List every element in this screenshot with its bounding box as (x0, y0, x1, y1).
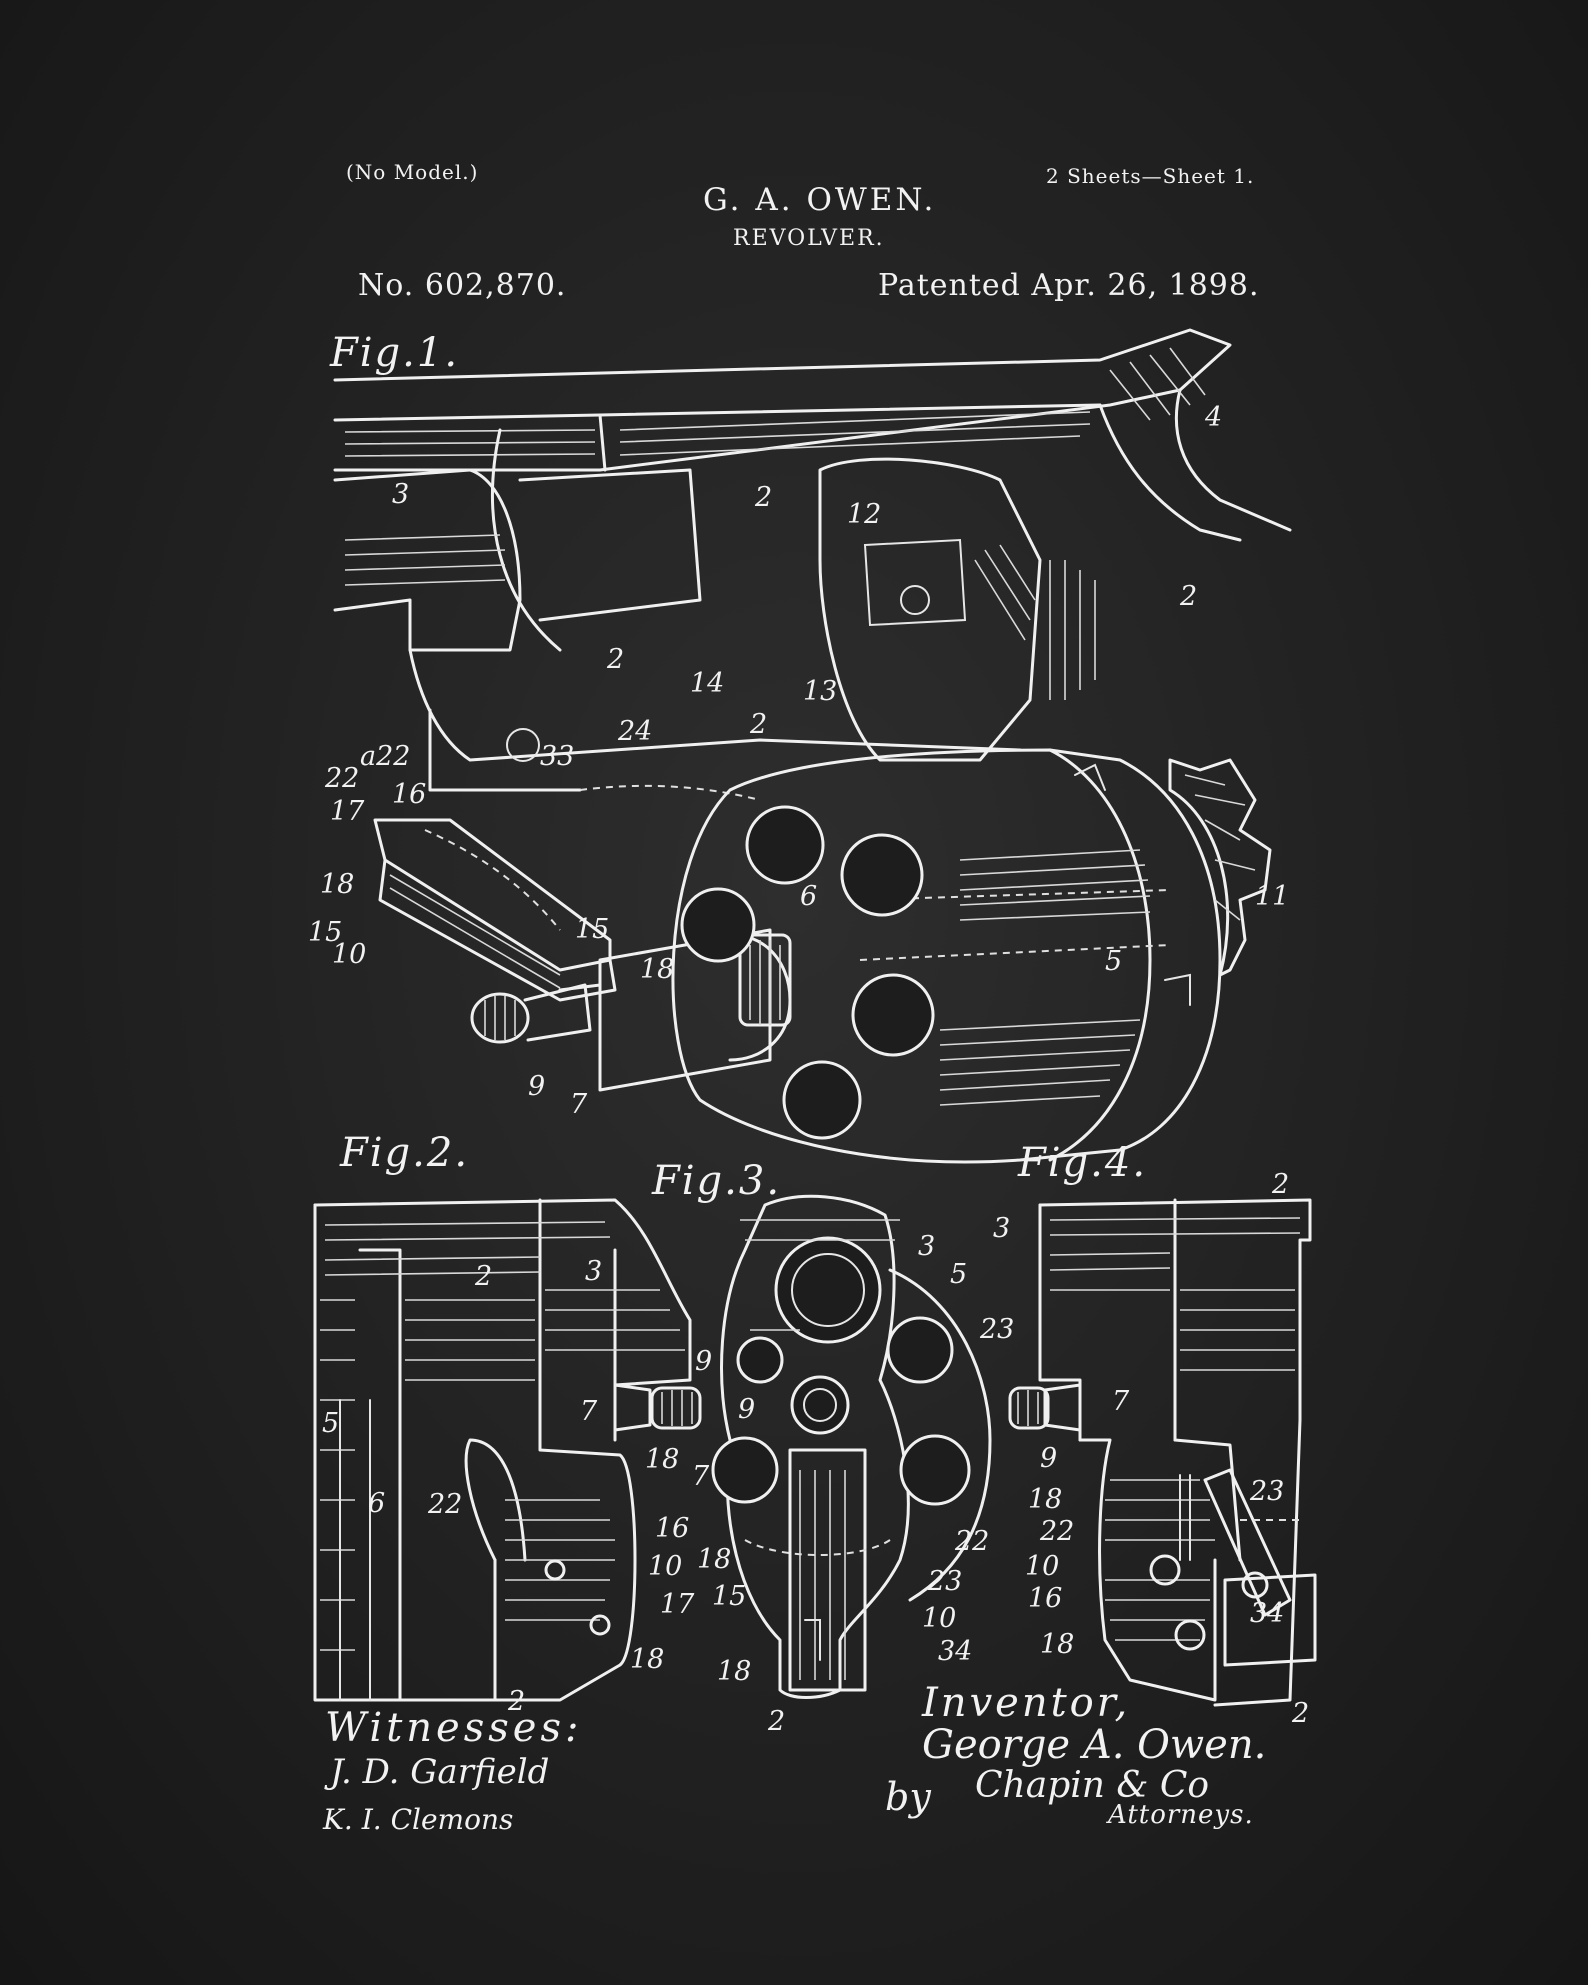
ref-num: 5 (322, 1408, 339, 1439)
attorneys-label: Attorneys. (1108, 1800, 1254, 1830)
ref-num: 18 (320, 869, 354, 900)
ref-num: 2 (767, 1706, 785, 1737)
fig2-drawing (313, 1198, 702, 1702)
ref-num: 2 (749, 709, 767, 740)
inventor-heading: G. A. OWEN. (703, 182, 937, 218)
ref-num: 18 (640, 954, 674, 985)
fig4-reference-numbers: 2 3 7 9 18 23 22 10 16 34 18 2 (993, 1169, 1309, 1729)
ref-num: 18 (717, 1656, 751, 1687)
ref-num: 3 (918, 1231, 935, 1262)
witnesses-label: Witnesses: (325, 1705, 583, 1751)
witness-signature-2: K. I. Clemons (323, 1803, 514, 1836)
ref-num: 12 (847, 499, 881, 530)
ref-num: 9 (695, 1346, 712, 1377)
ref-num: 2 (1179, 581, 1197, 612)
ref-num: 22 (427, 1489, 462, 1520)
ref-num: 2 (507, 1686, 525, 1717)
ref-num: 10 (1025, 1551, 1059, 1582)
ref-num: 3 (392, 479, 409, 510)
ref-num: 15 (575, 914, 609, 945)
ref-num: 10 (332, 939, 366, 970)
ref-num: 17 (330, 796, 365, 827)
ref-num: 9 (738, 1394, 755, 1425)
ref-num: 16 (655, 1513, 689, 1544)
ref-num: 22 (1039, 1516, 1074, 1547)
ref-num: 17 (660, 1589, 695, 1620)
ref-num: 6 (368, 1488, 385, 1519)
ref-num: 10 (648, 1551, 682, 1582)
fig4-drawing (1008, 1198, 1317, 1707)
ref-num: 18 (1028, 1484, 1062, 1515)
fig2-label: Fig.2. (340, 1130, 470, 1176)
ref-num: 22 (954, 1526, 989, 1557)
ref-num: 34 (1250, 1598, 1284, 1629)
ref-num: 2 (1291, 1698, 1309, 1729)
ref-num: 5 (950, 1259, 967, 1290)
ref-num: 11 (1255, 881, 1289, 912)
ref-num: 23 (927, 1566, 962, 1597)
ref-num: 10 (922, 1603, 956, 1634)
fig1-drawing (333, 328, 1292, 1164)
ref-num: 5 (1105, 946, 1122, 977)
ref-num: 13 (803, 676, 837, 707)
ref-num: 15 (308, 917, 342, 948)
ref-num: a22 (360, 741, 410, 772)
ref-num: 16 (392, 779, 426, 810)
inventor-signature: George A. Owen. (922, 1722, 1267, 1768)
invention-title: REVOLVER. (733, 226, 885, 251)
ref-num: 9 (528, 1071, 545, 1102)
patent-number: No. 602,870. (358, 268, 567, 303)
patent-date: Patented Apr. 26, 1898. (878, 268, 1260, 303)
ref-num: 9 (1040, 1443, 1057, 1474)
ref-num: 2 (606, 644, 624, 675)
ref-num: 18 (630, 1644, 664, 1675)
fig3-reference-numbers: 3 5 23 9 7 18 15 22 23 10 18 34 2 (692, 1231, 1014, 1737)
witness-signature-1: J. D. Garfield (330, 1752, 550, 1792)
ref-num: 24 (617, 716, 652, 747)
ref-num: 2 (474, 1261, 492, 1292)
inventor-label: Inventor, (922, 1680, 1131, 1726)
ref-num: 33 (540, 741, 574, 772)
sheets-label: 2 Sheets—Sheet 1. (1046, 164, 1255, 188)
ref-num: 7 (692, 1461, 710, 1492)
ref-num: 4 (1204, 402, 1222, 433)
ref-num: 3 (585, 1256, 602, 1287)
ref-num: 16 (1028, 1583, 1062, 1614)
fig1-label: Fig.1. (330, 330, 460, 376)
ref-num: 6 (800, 881, 817, 912)
ref-num: 18 (645, 1444, 679, 1475)
ref-num: 18 (1040, 1629, 1074, 1660)
ref-num: 15 (712, 1581, 746, 1612)
ref-num: 2 (1271, 1169, 1289, 1200)
fig2-reference-numbers: 2 3 5 6 22 7 9 18 16 10 17 18 2 (322, 1256, 712, 1717)
ref-num: 14 (690, 668, 724, 699)
ref-num: 23 (1249, 1476, 1284, 1507)
ref-num: 23 (979, 1314, 1014, 1345)
ref-num: 2 (754, 482, 772, 513)
by-label: by (885, 1775, 931, 1819)
ref-num: 22 (324, 763, 359, 794)
fig3-drawing (711, 1194, 992, 1699)
ref-num: 7 (1112, 1386, 1130, 1417)
ref-num: 7 (570, 1089, 588, 1120)
attorney-signature: Chapin & Co (975, 1765, 1210, 1806)
ref-num: 7 (580, 1396, 598, 1427)
ref-num: 18 (697, 1544, 731, 1575)
fig3-label: Fig.3. (652, 1158, 782, 1204)
ref-num: 34 (938, 1636, 972, 1667)
ref-num: 3 (993, 1213, 1010, 1244)
fig1-reference-numbers: 4 3 2 12 2 13 14 2 24 2 a22 22 33 17 16 … (308, 402, 1289, 1120)
no-model-label: (No Model.) (346, 160, 479, 184)
